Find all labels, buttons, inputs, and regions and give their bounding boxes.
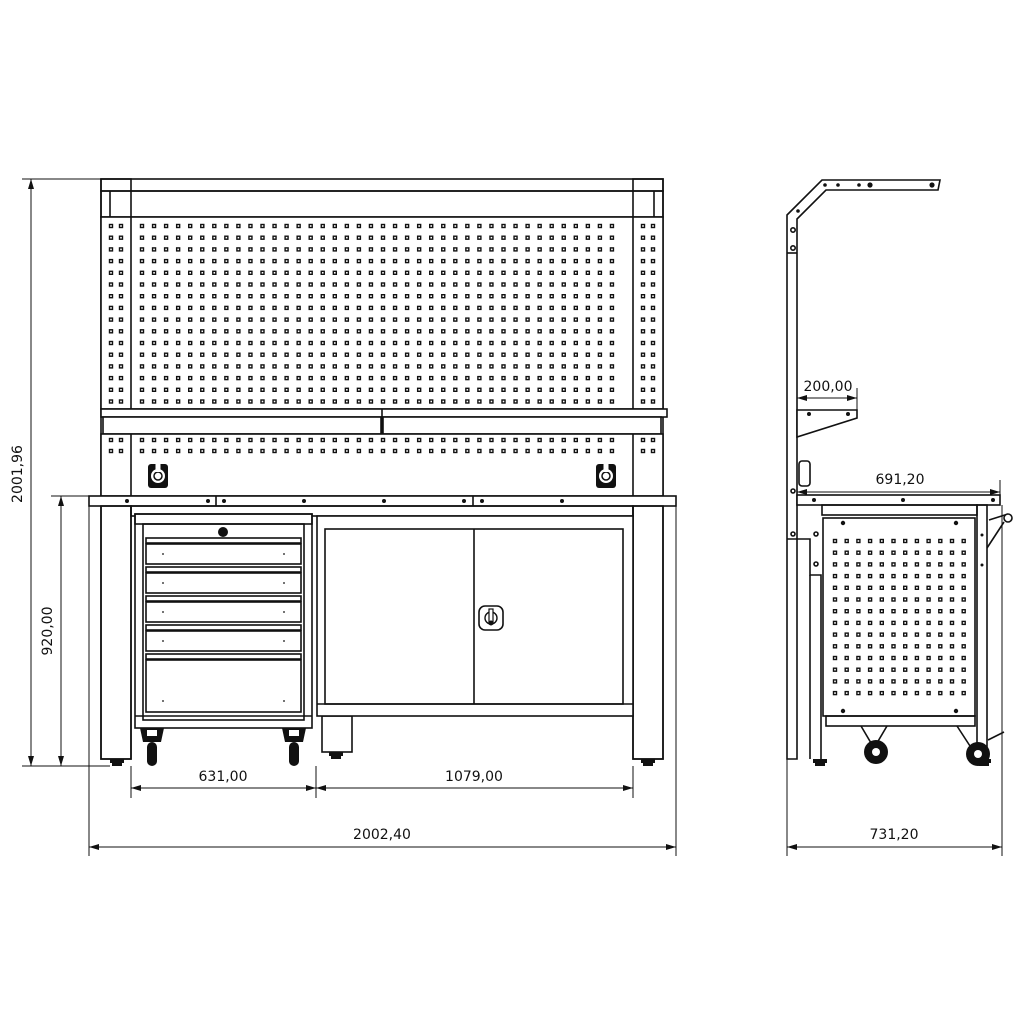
dim-total-height: 2001,96 (10, 178, 110, 767)
dim-total-depth-label: 731,20 (870, 827, 919, 843)
side-pegboard (822, 517, 976, 727)
drawer-unit (134, 513, 313, 766)
side-socket-icon (798, 460, 811, 487)
dim-worktop-depth-label: 691,20 (876, 472, 925, 488)
dim-cabinet-width: 1079,00 (316, 766, 634, 798)
dim-total-width-label: 2002,40 (353, 827, 411, 843)
dim-worktop-height-label: 920,00 (40, 607, 56, 656)
dim-drawer-width: 631,00 (130, 766, 317, 798)
side-caster-front-icon (860, 725, 888, 764)
pegboard-lower (100, 433, 664, 497)
side-worktop (790, 488, 1001, 506)
cabinet-lock-icon (478, 605, 504, 631)
pegboard-upper (100, 216, 664, 410)
leg-left (100, 505, 132, 766)
dim-total-depth: 731,20 (786, 505, 1003, 856)
power-socket-left-icon (148, 464, 168, 488)
leg-middle (321, 715, 353, 759)
gantry-arm (786, 179, 941, 760)
dim-worktop-depth: 691,20 (797, 472, 1001, 495)
shelf-bracket (796, 409, 858, 439)
worktop (88, 495, 677, 507)
pegboard-shelf (100, 408, 668, 435)
dim-total-height-label: 2001,96 (10, 445, 26, 503)
dimensions: 2001,96 920,00 631,00 1079,00 2002,40 (10, 178, 1003, 856)
dim-total-width: 2002,40 (88, 506, 677, 856)
dim-worktop-height: 920,00 (40, 495, 89, 766)
side-caster-rear-icon (956, 725, 1005, 766)
caster-left-icon (140, 728, 164, 766)
front-view (88, 178, 677, 766)
top-frame (100, 178, 664, 218)
cabinet (316, 515, 634, 717)
dim-shelf-depth: 200,00 (797, 379, 858, 410)
dim-cabinet-width-label: 1079,00 (445, 769, 503, 785)
side-view (786, 179, 1013, 766)
caster-right-icon (282, 728, 306, 766)
dim-drawer-width-label: 631,00 (199, 769, 248, 785)
drawer-lock-icon (218, 527, 228, 537)
power-socket-right-icon (596, 464, 616, 488)
leg-right (632, 505, 664, 766)
dim-shelf-depth-label: 200,00 (804, 379, 853, 395)
